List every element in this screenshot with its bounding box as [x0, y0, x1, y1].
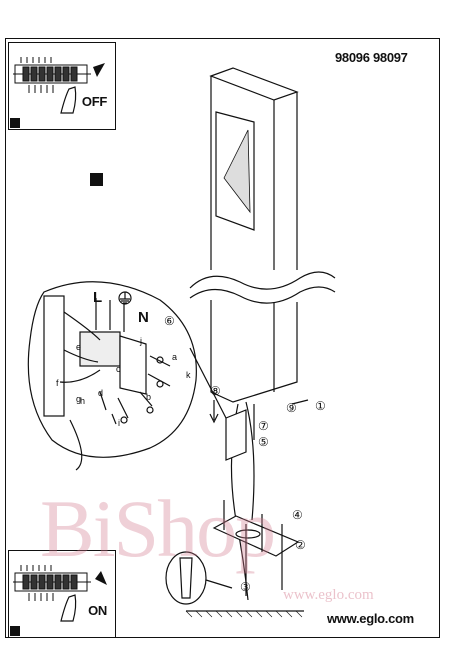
part-letter-e: e: [76, 342, 81, 352]
part-letter-d: d: [98, 388, 103, 398]
part-letter-h: h: [80, 396, 85, 406]
step-9-label: ⑨: [286, 401, 297, 415]
step-3-label: ③: [240, 580, 251, 594]
step-6-label: ⑥: [164, 314, 175, 328]
website-url: www.eglo.com: [327, 611, 414, 626]
part-letter-a: a: [172, 352, 177, 362]
step-2-label: ②: [295, 538, 306, 552]
part-letter-k: k: [186, 370, 191, 380]
step-8-label: ⑧: [210, 384, 221, 398]
part-letter-b: b: [146, 392, 151, 402]
step-1-label: ①: [315, 399, 326, 413]
watermark-url: www.eglo.com: [283, 587, 374, 604]
neutral-terminal-label: N: [138, 309, 149, 326]
watermark-text: BiShop: [40, 482, 274, 576]
step-5-label: ⑤: [258, 435, 269, 449]
step-7-label: ⑦: [258, 419, 269, 433]
line-terminal-label: L: [93, 289, 102, 306]
step-4-label: ④: [292, 508, 303, 522]
part-letter-j: j: [139, 336, 142, 346]
part-letter-i: i: [118, 418, 120, 428]
part-letter-c: c: [116, 364, 121, 374]
